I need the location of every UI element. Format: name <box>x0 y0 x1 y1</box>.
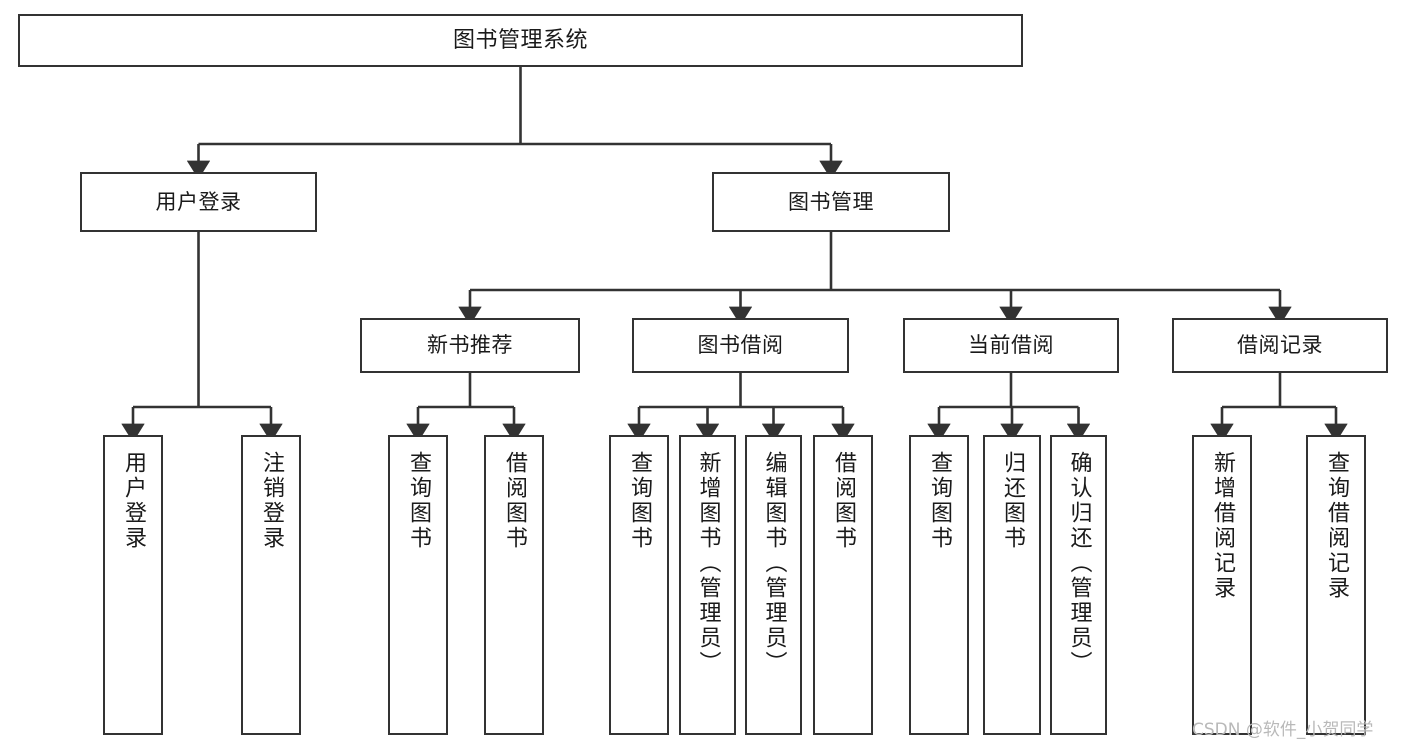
node-label: 图书管理系统 <box>452 27 588 53</box>
node-leaf-query-book-1: 查询图书 <box>388 435 448 735</box>
node-label: 查询图书 <box>406 451 431 551</box>
node-leaf-edit-book-admin: 编辑图书（管理员） <box>745 435 802 735</box>
node-leaf-confirm-return-admin: 确认归还（管理员） <box>1050 435 1107 735</box>
node-leaf-add-book-admin: 新增图书（管理员） <box>679 435 736 735</box>
node-label: 新书推荐 <box>427 333 513 358</box>
node-label: 查询图书 <box>927 451 952 551</box>
node-label: 用户登录 <box>121 451 146 551</box>
node-leaf-query-book-2: 查询图书 <box>609 435 669 735</box>
node-label: 查询图书 <box>627 451 652 551</box>
node-label: 借阅图书 <box>502 451 527 551</box>
node-label: 查询借阅记录 <box>1324 451 1349 601</box>
node-new-book-rec: 新书推荐 <box>360 318 580 373</box>
node-leaf-user-logout: 注销登录 <box>241 435 301 735</box>
node-label: 当前借阅 <box>968 333 1054 358</box>
node-label: 图书管理 <box>788 189 874 214</box>
node-label: 借阅图书 <box>831 451 856 551</box>
node-label: 用户登录 <box>155 189 242 214</box>
node-borrow-record: 借阅记录 <box>1172 318 1388 373</box>
node-leaf-borrow-book-1: 借阅图书 <box>484 435 544 735</box>
node-label: 借阅记录 <box>1237 333 1323 358</box>
node-leaf-borrow-book-2: 借阅图书 <box>813 435 873 735</box>
node-label: 新增借阅记录 <box>1210 451 1235 601</box>
node-leaf-user-login: 用户登录 <box>103 435 163 735</box>
node-label: 注销登录 <box>259 451 284 551</box>
node-label: 图书借阅 <box>697 333 784 358</box>
node-label: 归还图书 <box>1000 451 1025 551</box>
node-label: 新增图书（管理员） <box>695 451 721 676</box>
node-label: 确认归还（管理员） <box>1066 451 1092 676</box>
node-leaf-query-book-3: 查询图书 <box>909 435 969 735</box>
node-leaf-add-borrow-record: 新增借阅记录 <box>1192 435 1252 735</box>
node-label: 编辑图书（管理员） <box>761 451 787 676</box>
node-current-borrow: 当前借阅 <box>903 318 1119 373</box>
node-user-login: 用户登录 <box>80 172 317 232</box>
node-root: 图书管理系统 <box>18 14 1023 67</box>
node-book-borrow: 图书借阅 <box>632 318 849 373</box>
node-book-manage: 图书管理 <box>712 172 950 232</box>
csdn-watermark: CSDN @软件_小贺同学 <box>1192 720 1374 740</box>
node-leaf-return-book: 归还图书 <box>983 435 1041 735</box>
node-leaf-query-borrow-record: 查询借阅记录 <box>1306 435 1366 735</box>
